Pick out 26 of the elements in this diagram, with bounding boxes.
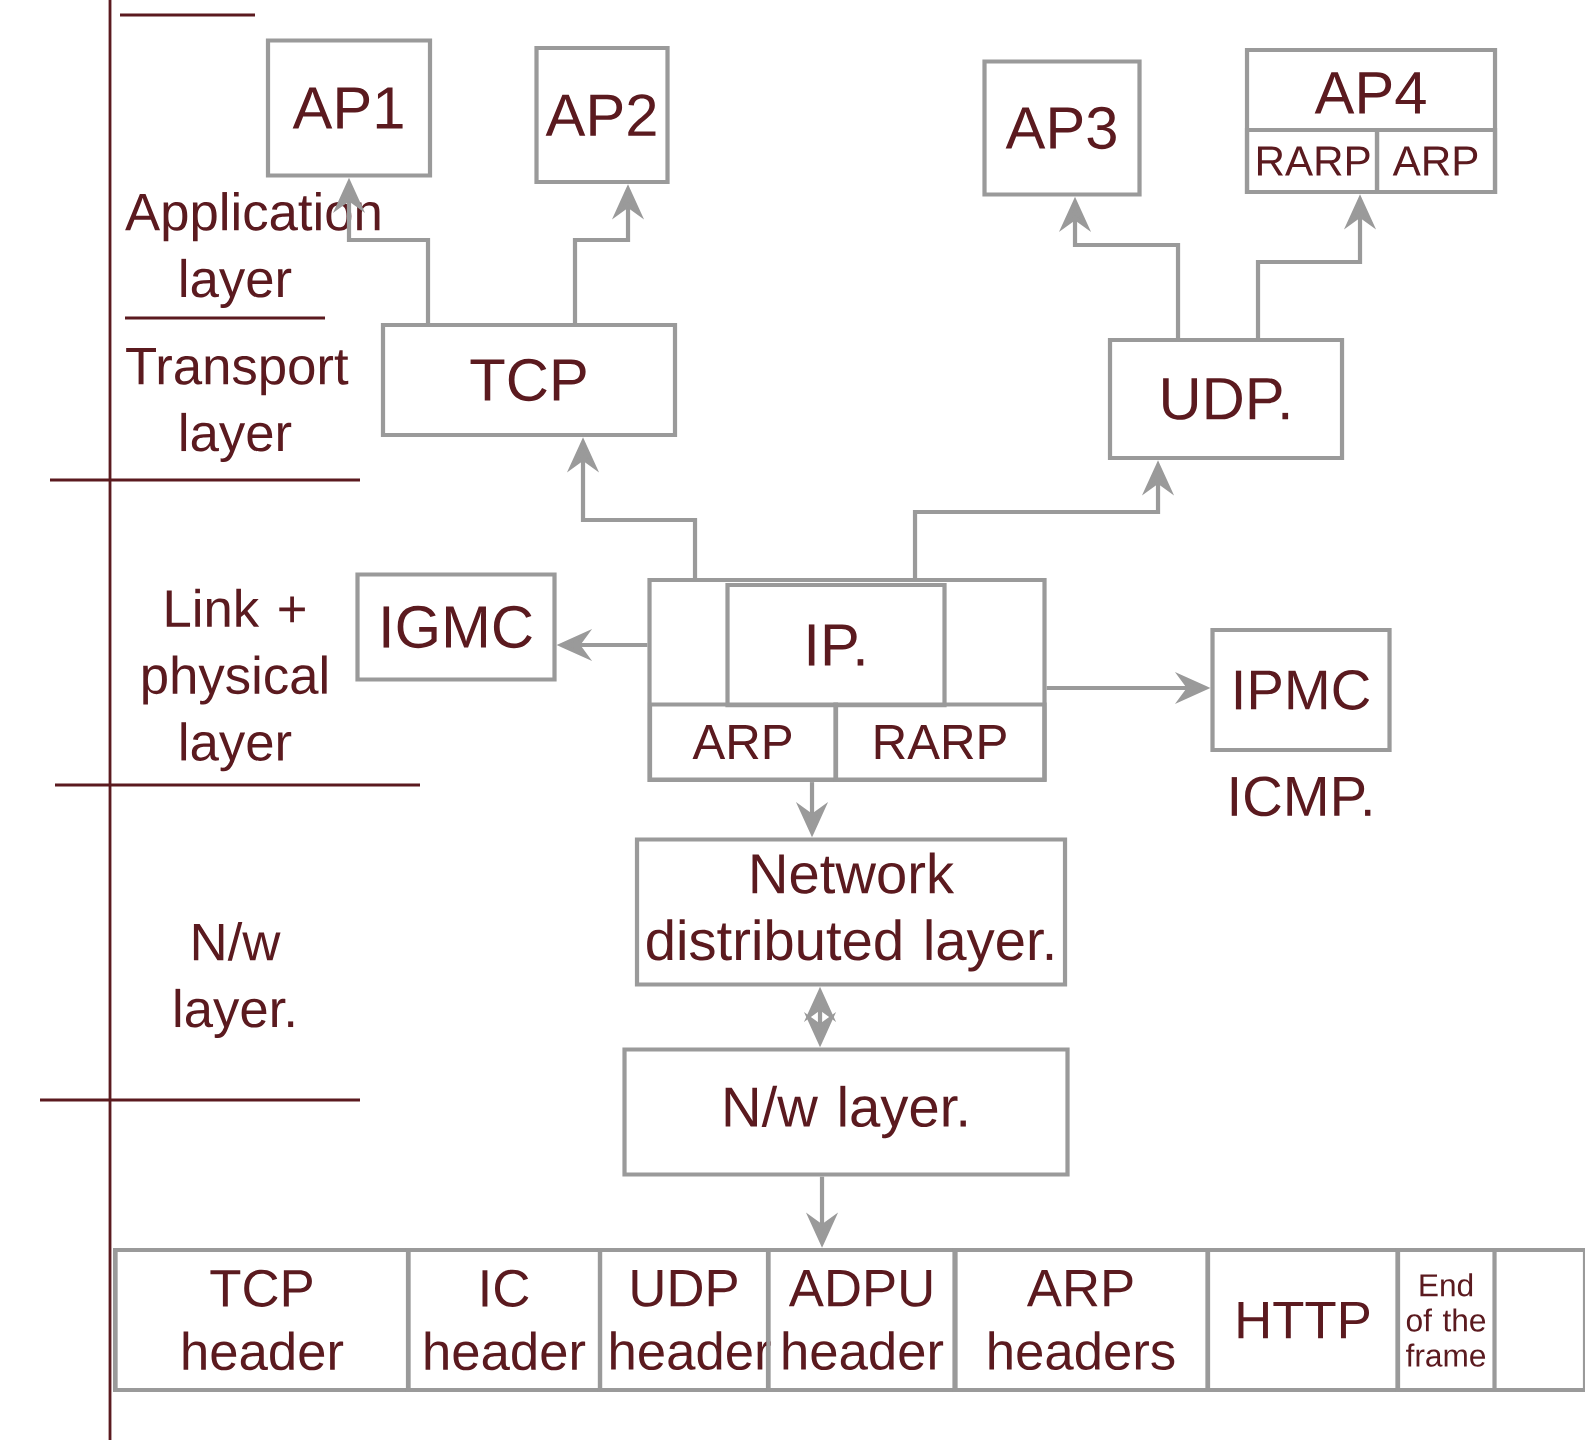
cell: UDP header [597, 1247, 771, 1393]
layer-box: AP1 [265, 38, 433, 178]
cell: End of the frame [1395, 1247, 1497, 1393]
layer-box: AP2 [534, 45, 670, 185]
layer-label: Link + physical layer [143, 588, 327, 772]
layer-box: RARP [833, 702, 1047, 782]
cell: TCP header [113, 1247, 411, 1393]
layer-box: IGMC [355, 572, 557, 682]
layer-box: TCP [380, 322, 678, 438]
layer-box: IP. [725, 582, 947, 708]
cell: IC header [405, 1247, 603, 1393]
layer-box: N/w layer. [622, 1047, 1070, 1177]
layer-box: IPMC [1210, 627, 1392, 753]
layer-label: Application layer [125, 192, 380, 308]
cell: HTTP [1205, 1247, 1401, 1393]
layer-label: N/w layer. [175, 922, 294, 1038]
layer-label: Transport layer [126, 348, 349, 462]
frame-box [647, 577, 1047, 783]
layer-box: ARP [1374, 127, 1498, 195]
layer-box: Network distributed layer. [634, 837, 1068, 987]
node-caption: ICMP. [1231, 776, 1371, 817]
layer-box: ARP [647, 702, 839, 782]
cell: ARP headers [952, 1247, 1210, 1393]
layer-box: AP3 [982, 59, 1142, 197]
layer-box: RARP [1244, 127, 1380, 195]
layer-box: UDP. [1107, 337, 1345, 461]
